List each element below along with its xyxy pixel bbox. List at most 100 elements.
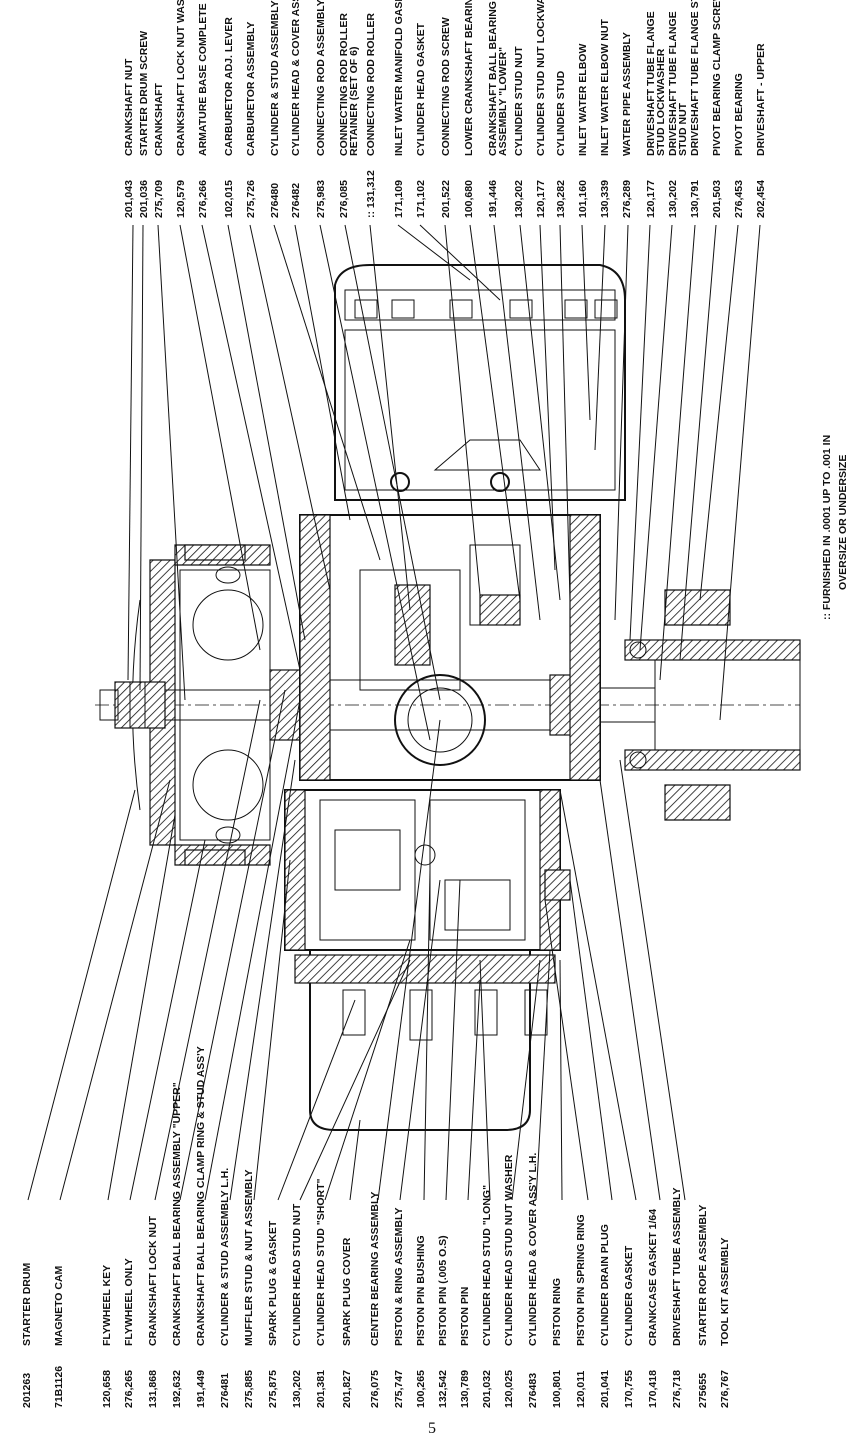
part-name: DRIVESHAFT TUBE FLANGE (667, 11, 679, 156)
part-number: 130,282 (555, 180, 567, 218)
part-name-line2: ASSEMBLY "LOWER" (497, 47, 509, 156)
part-name: MAGNETO CAM (53, 1265, 65, 1346)
driveshaft-tube (624, 589, 801, 821)
part-number: 102,015 (223, 180, 235, 218)
part-number: 132,542 (437, 1370, 449, 1408)
part-number: 276,767 (719, 1370, 731, 1408)
part-name: CRANKSHAFT LOCK NUT WASHER (175, 0, 187, 156)
part-name: DRIVESHAFT - UPPER (755, 43, 767, 156)
footnote-line1: :: FURNISHED IN .0001 UP TO .001 IN (821, 435, 833, 620)
part-number: 201,827 (341, 1370, 353, 1408)
part-number: 100,680 (463, 180, 475, 218)
part-number: 201,522 (440, 180, 452, 218)
top-part-callout: 276,266 ARMATURE BASE COMPLETE (197, 3, 209, 218)
part-name: CYLINDER GASKET (623, 1245, 635, 1346)
part-name: PISTON PIN (.005 O.S) (437, 1235, 449, 1346)
part-number: 120,579 (175, 180, 187, 218)
part-name: INLET WATER ELBOW NUT (599, 19, 611, 156)
part-number: 131,868 (147, 1370, 159, 1408)
engine-drawing (95, 264, 801, 1131)
part-name: CYLINDER HEAD STUD NUT (291, 1203, 303, 1346)
part-number: 276483 (527, 1373, 539, 1408)
part-name: CYLINDER HEAD STUD "LONG" (481, 1185, 493, 1346)
bottom-part-callout: 276483 CYLINDER HEAD & COVER ASS'Y L.H. (527, 1153, 539, 1408)
part-number: 275,983 (315, 180, 327, 218)
part-name: LOWER CRANKSHAFT BEARING (463, 0, 475, 156)
part-name: TOOL KIT ASSEMBLY (719, 1237, 731, 1346)
part-name: CYLINDER STUD (555, 70, 567, 156)
part-number: 130,202 (667, 180, 679, 218)
part-name: FLYWHEEL KEY (101, 1265, 113, 1346)
part-name: CYLINDER HEAD GASKET (415, 22, 427, 156)
part-number: 201,032 (481, 1370, 493, 1408)
part-number: 100,801 (551, 1370, 563, 1408)
part-number: 120,011 (575, 1370, 587, 1408)
part-number: 275,885 (243, 1370, 255, 1408)
part-number: 101,160 (577, 180, 589, 218)
part-name-line2: STUD NUT (677, 102, 689, 156)
part-number: 276480 (269, 183, 281, 218)
part-name: CYLINDER HEAD & COVER ASS'Y R.H. (290, 0, 302, 156)
top-part-callout: 171,102 CYLINDER HEAD GASKET (415, 22, 427, 218)
part-name: ARMATURE BASE COMPLETE (197, 3, 209, 156)
cylinder-head-rh (334, 264, 626, 501)
part-number: 130,339 (599, 180, 611, 218)
leader-lines (27, 224, 761, 1201)
part-name: CRANKSHAFT BALL BEARING CLAMP RING & STU… (195, 1046, 207, 1346)
top-part-callout: 100,680 LOWER CRANKSHAFT BEARING (463, 0, 475, 218)
part-number: 275655 (697, 1373, 709, 1408)
part-name: CONNECTING ROD ROLLER (365, 13, 377, 156)
bottom-part-callout: 201,032 CYLINDER HEAD STUD "LONG" (481, 1185, 493, 1408)
part-number: 120,177 (535, 180, 547, 218)
part-number: 171,102 (415, 180, 427, 218)
part-number: 201,043 (123, 180, 135, 218)
part-name: CYLINDER & STUD ASSEMBLY L.H. (219, 1168, 231, 1346)
bottom-part-callout: 275,885 MUFFLER STUD & NUT ASSEMBLY (243, 1169, 255, 1408)
part-number: 275,875 (267, 1370, 279, 1408)
part-number: 171,109 (393, 180, 405, 218)
part-number: 276,085 (338, 180, 350, 218)
part-name: STARTER DRUM SCREW (138, 31, 150, 156)
part-name: DRIVESHAFT TUBE FLANGE (645, 11, 657, 156)
part-number: 276,453 (733, 180, 745, 218)
part-number: 201,041 (599, 1370, 611, 1408)
part-number: 276,266 (197, 180, 209, 218)
bottom-part-callout: 275,875 SPARK PLUG & GASKET (267, 1220, 279, 1408)
part-number: 192,632 (171, 1370, 183, 1408)
part-number: 276,265 (123, 1370, 135, 1408)
part-number: 130,202 (291, 1370, 303, 1408)
part-name: SPARK PLUG & GASKET (267, 1220, 279, 1346)
part-name: MUFFLER STUD & NUT ASSEMBLY (243, 1169, 255, 1346)
part-name: CENTER BEARING ASSEMBLY (369, 1192, 381, 1346)
part-name: CYLINDER HEAD & COVER ASS'Y L.H. (527, 1153, 539, 1346)
spark-plug-cover (294, 869, 571, 1131)
part-name: DRIVESHAFT TUBE FLANGE STUD (689, 0, 701, 156)
crankcase-housing (299, 514, 601, 781)
